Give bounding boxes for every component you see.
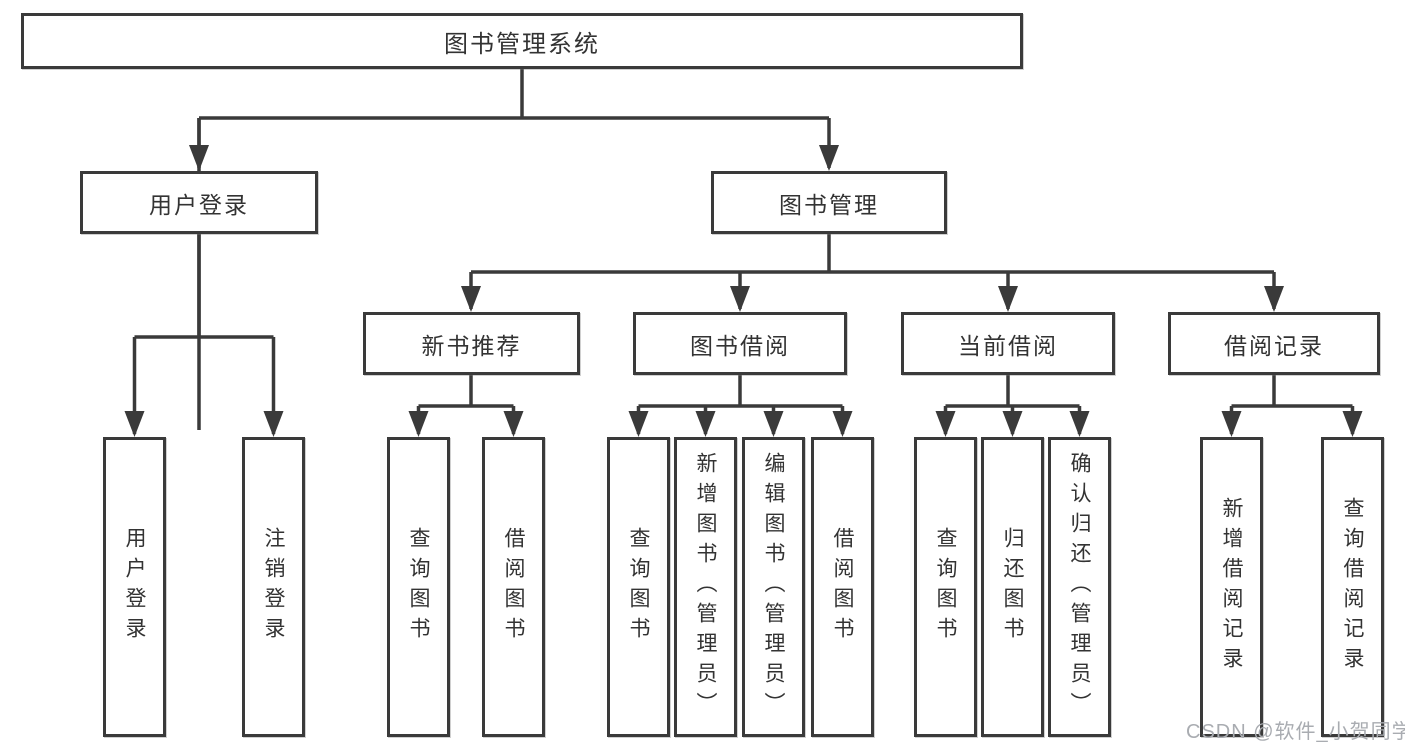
node-user-login: 用户登录 — [80, 171, 318, 234]
node-label: 归还图书 — [1001, 527, 1024, 647]
leaf-logout: 注销登录 — [242, 437, 305, 737]
node-library-management-system: 图书管理系统 — [21, 13, 1023, 69]
node-label: 注销登录 — [262, 527, 285, 647]
node-label: 查询借阅记录 — [1341, 497, 1364, 677]
node-current-borrow: 当前借阅 — [901, 312, 1115, 375]
node-label: 当前借阅 — [958, 332, 1058, 359]
node-label: 新书推荐 — [421, 332, 522, 359]
node-new-book-recommend: 新书推荐 — [363, 312, 580, 375]
node-label: 新增图书（管理员） — [694, 452, 717, 722]
connector-edges — [132, 69, 1355, 434]
node-book-management: 图书管理 — [711, 171, 947, 234]
leaf-borrow-books-recommend: 借阅图书 — [482, 437, 545, 737]
node-book-borrow: 图书借阅 — [633, 312, 847, 375]
node-label: 查询图书 — [934, 527, 957, 647]
node-label: 确认归还（管理员） — [1068, 452, 1091, 722]
leaf-query-books-current: 查询图书 — [914, 437, 977, 737]
node-label: 图书管理 — [779, 191, 879, 218]
node-label: 借阅图书 — [831, 527, 854, 647]
node-label: 编辑图书（管理员） — [762, 452, 785, 722]
leaf-query-books-borrow: 查询图书 — [607, 437, 670, 737]
node-label: 图书管理系统 — [444, 30, 600, 58]
leaf-edit-books-admin: 编辑图书（管理员） — [742, 437, 805, 737]
watermark: CSDN @软件_小贺同学 — [1186, 721, 1405, 743]
node-label: 借阅图书 — [502, 527, 525, 647]
node-label: 新增借阅记录 — [1220, 497, 1243, 677]
leaf-query-books-recommend: 查询图书 — [387, 437, 450, 737]
node-label: 查询图书 — [407, 527, 430, 647]
leaf-query-borrow-record: 查询借阅记录 — [1321, 437, 1384, 737]
leaf-add-books-admin: 新增图书（管理员） — [674, 437, 737, 737]
node-label: 用户登录 — [123, 527, 146, 647]
leaf-borrow-books: 借阅图书 — [811, 437, 874, 737]
node-label: 借阅记录 — [1224, 332, 1324, 359]
node-borrow-records: 借阅记录 — [1168, 312, 1380, 375]
node-label: 图书借阅 — [690, 332, 790, 359]
leaf-user-login: 用户登录 — [103, 437, 166, 737]
node-label: 查询图书 — [627, 527, 650, 647]
leaf-confirm-return-admin: 确认归还（管理员） — [1048, 437, 1111, 737]
node-label: 用户登录 — [149, 191, 249, 218]
leaf-add-borrow-record: 新增借阅记录 — [1200, 437, 1263, 737]
leaf-return-books: 归还图书 — [981, 437, 1044, 737]
